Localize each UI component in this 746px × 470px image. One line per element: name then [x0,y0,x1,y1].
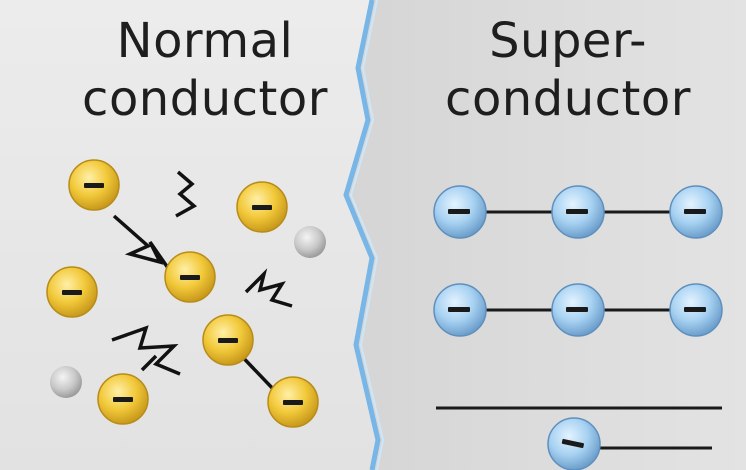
ion-icon [50,366,82,398]
superconductor-title: Super- conductor [390,12,746,128]
electron-icon [547,417,601,470]
electron-icon [97,373,149,425]
scatter-zigzag-icon [111,325,181,376]
superconducting-electrons [433,185,723,470]
scatter-track-line [140,354,158,372]
electron-icon [202,314,254,366]
title-line: Super- [489,13,647,69]
electron-icon [46,266,98,318]
title-line: Normal [116,13,294,69]
electron-icon [669,283,723,337]
electron-icon [236,181,288,233]
normal-conductor-title: Normal conductor [0,12,410,128]
normal-electrons [46,159,319,428]
electron-icon [433,283,487,337]
title-line: conductor [82,71,328,127]
title-line: conductor [445,71,691,127]
electron-icon [669,185,723,239]
electron-icon [551,283,605,337]
electron-icon [267,376,319,428]
divider-crack-highlight [349,0,385,470]
scatter-zigzag-icon [175,170,198,218]
ions [50,226,326,398]
ion-icon [294,226,326,258]
scatter-zigzag-icon [244,268,293,308]
right-panel-background [346,0,746,470]
divider-crack [343,0,381,470]
electron-icon [551,185,605,239]
electron-icon [164,251,216,303]
electron-icon [68,159,120,211]
electron-icon [433,185,487,239]
